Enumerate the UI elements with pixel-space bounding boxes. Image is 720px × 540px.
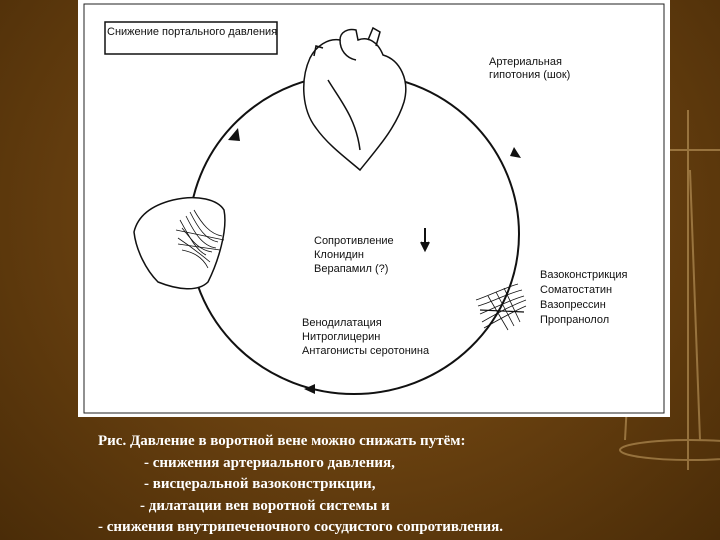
- figure-caption: Рис. Давление в воротной вене можно сниж…: [98, 431, 698, 539]
- splanchnic-vessel-mesh: [475, 283, 527, 331]
- caption-line-4: - дилатации вен воротной системы и: [140, 497, 390, 514]
- diagram-figure: Снижение портального давления Артериальн…: [78, 0, 670, 417]
- arrow-right-top: [510, 147, 521, 158]
- caption-line-1: Рис. Давление в воротной вене можно сниж…: [98, 433, 466, 449]
- figure-frame: [83, 3, 665, 414]
- caption-line-5: - снижения внутрипеченочного сосудистого…: [98, 519, 504, 535]
- resistance-drug-2: Верапамил (?): [314, 263, 389, 275]
- resistance-drug-1: Клонидин: [314, 249, 364, 261]
- vasoconstriction-drug-1: Соматостатин: [540, 284, 613, 296]
- arrow-down-icon: [420, 228, 430, 253]
- venodilation-drug-1: Нитроглицерин: [302, 331, 381, 343]
- arrow-left-top: [228, 128, 240, 141]
- vasoconstriction-title: Вазоконстрикция: [540, 269, 628, 281]
- heart-illustration: [303, 26, 407, 172]
- caption-line-2: - снижения артериального давления,: [144, 454, 395, 471]
- caption-line-3: - висцеральной вазоконстрикции,: [144, 476, 376, 492]
- venodilation-drug-2: Антагонисты серотонина: [302, 345, 430, 357]
- arrow-bottom: [304, 384, 315, 394]
- title-box-text: Снижение портального давления: [107, 26, 278, 38]
- title-box: [104, 21, 278, 55]
- diagram-drawing: [83, 3, 665, 414]
- liver-vessel-mesh: [175, 209, 225, 269]
- venodilation-title: Венодилатация: [302, 317, 382, 329]
- arterial-hypotension-label: Артериальная гипотония (шок): [489, 56, 571, 81]
- vasoconstriction-drug-3: Пропранолол: [540, 314, 610, 326]
- vasoconstriction-drug-2: Вазопрессин: [540, 299, 606, 311]
- liver-illustration: [133, 196, 226, 290]
- resistance-title: Сопротивление: [314, 235, 394, 247]
